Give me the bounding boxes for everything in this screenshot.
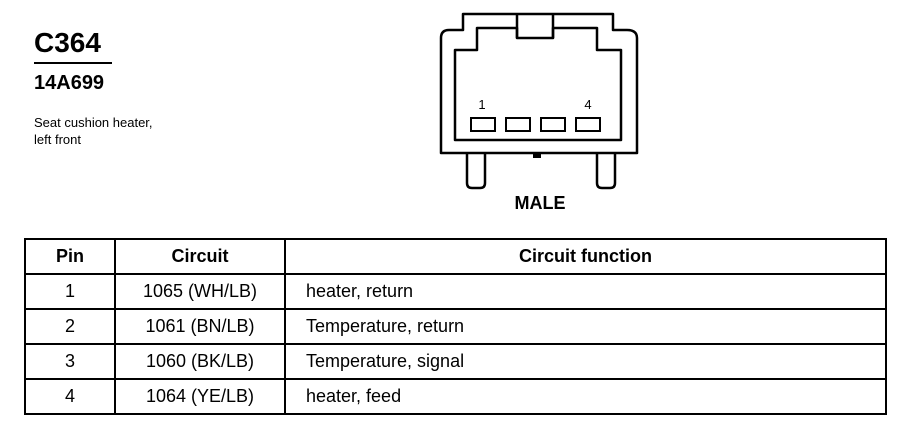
connector-id: C364 (34, 27, 101, 58)
table-row: 3 1060 (BK/LB) Temperature, signal (24, 343, 887, 380)
header-circuit: Circuit (114, 238, 286, 275)
pin-label-last: 4 (584, 97, 591, 112)
pin-cavity-3 (540, 117, 566, 132)
header-pin: Pin (24, 238, 116, 275)
cell-pin: 3 (24, 343, 116, 380)
description-line-1: Seat cushion heater, (34, 115, 153, 130)
cell-pin: 4 (24, 378, 116, 415)
pin-label-first: 1 (478, 97, 485, 112)
cell-pin: 2 (24, 308, 116, 345)
connector-face-diagram: 1 4 (439, 12, 639, 190)
header-function: Circuit function (284, 238, 887, 275)
pin-cavity-4 (575, 117, 601, 132)
housing-inner (453, 26, 623, 142)
title-underline (34, 62, 112, 64)
connector-description: Seat cushion heater, left front (34, 114, 254, 148)
view-label: MALE (514, 193, 566, 213)
cell-circuit: 1065 (WH/LB) (114, 273, 286, 310)
cell-circuit: 1064 (YE/LB) (114, 378, 286, 415)
pin-cavity-2 (505, 117, 531, 132)
key-nub (533, 153, 541, 158)
cell-circuit: 1061 (BN/LB) (114, 308, 286, 345)
cell-function: heater, return (284, 273, 887, 310)
table-row: 2 1061 (BN/LB) Temperature, return (24, 308, 887, 345)
cell-circuit: 1060 (BK/LB) (114, 343, 286, 380)
description-line-2: left front (34, 132, 81, 147)
table-row: 4 1064 (YE/LB) heater, feed (24, 378, 887, 415)
table-row: 1 1065 (WH/LB) heater, return (24, 273, 887, 310)
latch (515, 14, 555, 38)
part-number: 14A699 (34, 72, 105, 94)
cell-function: Temperature, return (284, 308, 887, 345)
cell-function: Temperature, signal (284, 343, 887, 380)
table-header-row: Pin Circuit Circuit function (24, 238, 887, 275)
housing-outer (439, 12, 639, 155)
mount-leg-left (465, 153, 487, 190)
connector-header: C364 14A699 Seat cushion heater, left fr… (34, 28, 254, 148)
pin-cavity-1 (470, 117, 496, 132)
pin-table: Pin Circuit Circuit function 1 1065 (WH/… (24, 238, 887, 415)
mount-leg-right (595, 153, 617, 190)
cell-function: heater, feed (284, 378, 887, 415)
cell-pin: 1 (24, 273, 116, 310)
